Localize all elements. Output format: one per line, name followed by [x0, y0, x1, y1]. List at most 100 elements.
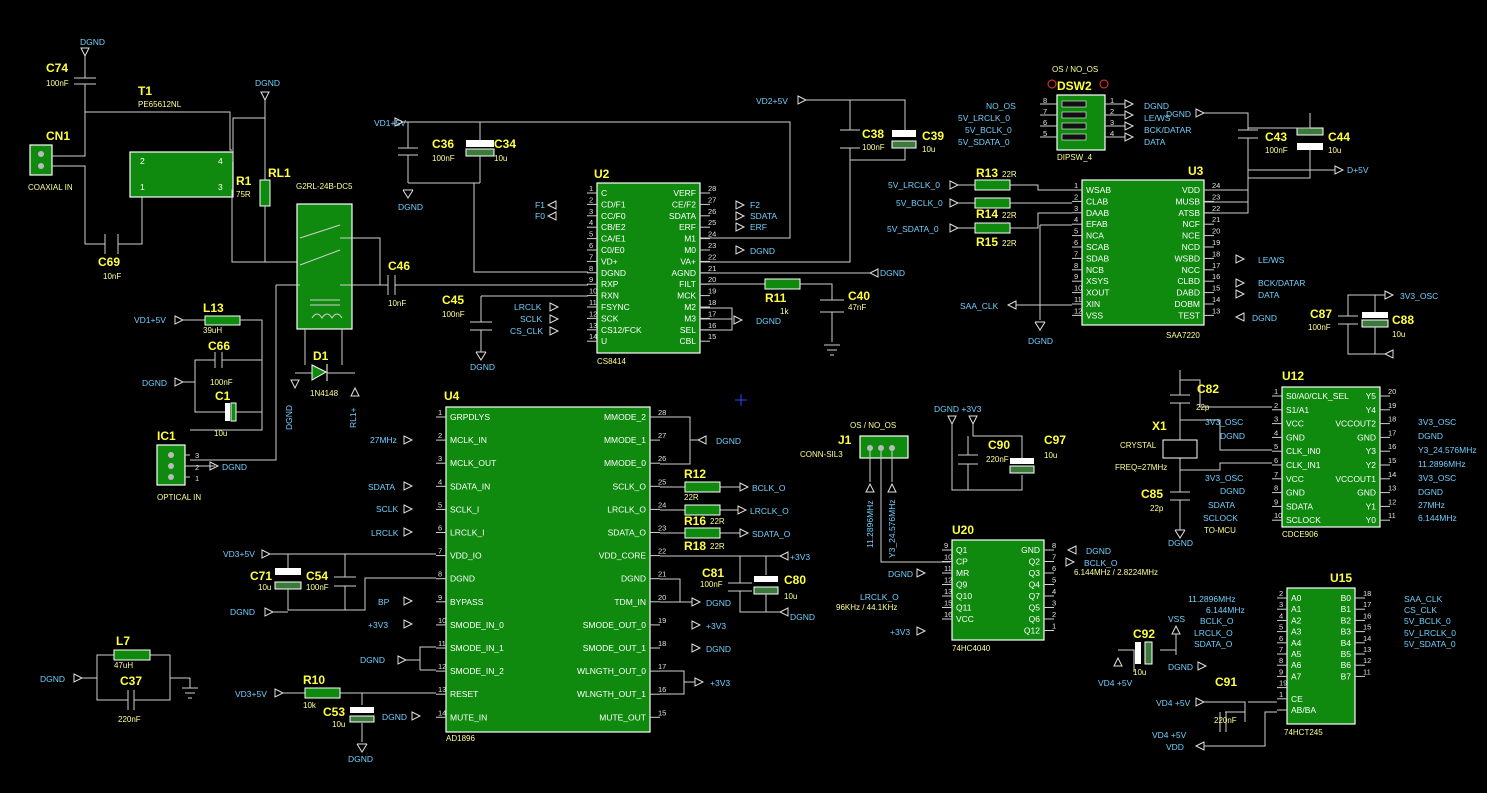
- u4pins-right-pin-number: 27: [658, 431, 666, 440]
- u3pins-left-pin-name: XOUT: [1086, 288, 1110, 298]
- r11-ref: R11: [765, 291, 787, 305]
- vd3-label: VD3+5V: [223, 549, 255, 559]
- u15pins-left-pin-name: A7: [1291, 671, 1302, 681]
- u3pins-right-pin-name: DABD: [1176, 288, 1200, 298]
- u4pins-left-pin-name: SMODE_IN_1: [450, 643, 504, 653]
- u2pins-left-pin-name: CS12/FCK: [601, 325, 642, 335]
- u2pins-left-pin-name: VD+: [601, 256, 618, 266]
- dgnd-l7: DGND: [40, 674, 65, 684]
- u2pins-right-pin-number: 16: [708, 321, 716, 330]
- u20pins-left-pin-number: 10: [944, 553, 952, 562]
- u15pins-right-pin-number: 16: [1363, 611, 1371, 620]
- 3v3-u4c: +3V3: [706, 621, 726, 631]
- u20pins-right-pin-number: 6: [1052, 564, 1056, 573]
- u15pins-left-pin-name: A5: [1291, 649, 1302, 659]
- dgnd-u15: DGND: [1168, 662, 1193, 672]
- u2pins-right-pin-name: CE/F2: [672, 199, 696, 209]
- u15pins-left-pin-name: CE: [1291, 694, 1303, 704]
- c71-value: 10u: [258, 583, 271, 592]
- u2pins-right-pin-name: SDATA: [669, 211, 696, 221]
- dsw2-switch: [1061, 111, 1087, 119]
- u15pins-left-pin-number: 3: [1279, 600, 1283, 609]
- u4pins-left-pin-name: MCLK_IN: [450, 435, 487, 445]
- c53-value: 10u: [332, 720, 345, 729]
- u3pins-right-pin-number: 20: [1212, 227, 1220, 236]
- 3v3-u4b: +3V3: [790, 552, 810, 562]
- u20pins-left-pin-number: 13: [944, 587, 952, 596]
- r18-resistor: [684, 527, 721, 539]
- u12pins-left-pin-number: 7: [1274, 470, 1278, 479]
- u15pins-right-pin-name: B7: [1341, 671, 1352, 681]
- dgnd-ic1: DGND: [222, 462, 247, 472]
- u4pins-left-pin-number: 13: [438, 685, 446, 694]
- u3pins-left-pin-number: 2: [1074, 192, 1078, 201]
- c91-ref: C91: [1215, 675, 1237, 689]
- u2pins-left-pin-number: 10: [589, 287, 597, 296]
- u4pins-left-pin-number: 1: [438, 408, 442, 417]
- c69-value: 10nF: [103, 272, 121, 281]
- dgnd-c45: DGND: [470, 362, 495, 372]
- dgnd-u4d: DGND: [716, 436, 741, 446]
- u20pins-right-pin-number: 2: [1052, 610, 1056, 619]
- f2-label: F2: [750, 200, 760, 210]
- u2pins-left-pin-name: C: [601, 188, 607, 198]
- u12pins-left-pin-name: GND: [1286, 432, 1305, 442]
- u12pins-right-pin-number: 13: [1388, 484, 1396, 493]
- u2pins-left-pin-number: 8: [589, 264, 593, 273]
- crystal-label: CRYSTAL: [1120, 441, 1157, 450]
- r18-value: 22R: [710, 542, 725, 551]
- u2pins-right-pin-number: 27: [708, 195, 716, 204]
- u4pins-left-pin-name: DGND: [450, 574, 475, 584]
- u2pins-right-pin-name: FILT: [679, 279, 696, 289]
- r12-ref: R12: [684, 467, 706, 481]
- u4-part: AD1896: [446, 734, 475, 743]
- u4pins-right-pin-number: 25: [658, 477, 666, 486]
- u3pins-left-pin-name: XIN: [1086, 299, 1100, 309]
- t1-pin4: 4: [218, 156, 223, 166]
- rl1-plus-label: RL1+: [348, 407, 358, 428]
- 3v3-osc-label: 3V3_OSC: [1400, 291, 1438, 301]
- saa7220-filter: DGND D+5V C43 100nF C44 10u U3 WSAB1CLAB…: [887, 108, 1369, 346]
- c74-ref: C74: [46, 61, 68, 75]
- c34-value: 10u: [494, 154, 507, 163]
- bclk-o-u20: BCLK_O: [1084, 558, 1118, 568]
- u2pins-left-pin-name: FSYNC: [601, 302, 630, 312]
- u3pins-right-pin-number: 19: [1212, 238, 1220, 247]
- 5v-sdata-u15: 5V_SDATA_0: [1404, 639, 1456, 649]
- c81-value: 100nF: [700, 580, 723, 589]
- u3pins-left-pin-name: SDAB: [1086, 253, 1109, 263]
- u3pins-left-pin-number: 12: [1074, 306, 1082, 315]
- sclk-label: SCLK: [520, 314, 543, 324]
- u3pins-right-pin-name: DOBM: [1175, 299, 1201, 309]
- c1-ref: C1: [215, 389, 231, 403]
- u4pins-left-pin-number: 3: [438, 454, 442, 463]
- dsw2-switch: [1061, 122, 1087, 130]
- u20pins-left-pin-name: Q9: [956, 580, 968, 590]
- dgnd-dsw: DGND: [1144, 101, 1169, 111]
- dgnd-3v3-label: DGND +3V3: [934, 404, 982, 414]
- c39-value: 10u: [922, 145, 935, 154]
- y3-j1: Y3_24.576MHz: [887, 499, 897, 558]
- u2pins-right-pin-number: 25: [708, 218, 716, 227]
- u20pins-left-pin-number: 9: [944, 541, 948, 550]
- f0-label: F0: [535, 211, 545, 221]
- 11mhz-j1: 11.2896MHz: [865, 500, 875, 548]
- u2pins-right-pin-number: 24: [708, 230, 716, 239]
- lews-dsw: LE/WS: [1144, 113, 1171, 123]
- u15-ref: U15: [1330, 571, 1352, 585]
- svg-text:1: 1: [195, 474, 199, 483]
- no-os-label: NO_OS: [986, 101, 1016, 111]
- r16-ref: R16: [684, 514, 706, 528]
- u12pins-right-pin-number: 12: [1388, 497, 1396, 506]
- u3pins-left-pin-name: XSYS: [1086, 276, 1109, 286]
- u2pins-right-pin-number: 18: [708, 298, 716, 307]
- u2pins-right-pin-name: AGND: [671, 268, 696, 278]
- u2pins-right-pin-name: M2: [684, 302, 696, 312]
- u4pins-left-pin-number: 9: [438, 593, 442, 602]
- rate-label: 96KHz / 44.1KHz: [836, 603, 897, 612]
- c1-plate: [225, 403, 230, 421]
- dsw2-arrow-icon: [1124, 132, 1135, 142]
- c54-ref: C54: [306, 569, 328, 583]
- u2pins-left-pin-number: 6: [589, 241, 593, 250]
